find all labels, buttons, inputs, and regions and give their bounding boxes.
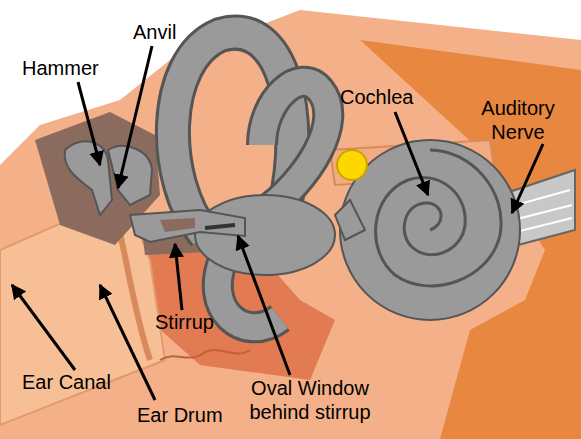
cochlea-base <box>335 200 365 240</box>
anvil-bone <box>108 146 152 205</box>
skin-tissue <box>0 10 581 439</box>
stirrup-hole <box>160 218 195 232</box>
stirrup-bone <box>130 210 245 242</box>
part-label: Ear Canal <box>22 370 111 394</box>
part-label: Hammer <box>22 56 99 80</box>
part-label: Anvil <box>133 20 176 44</box>
leader-arrow <box>512 144 543 213</box>
yellow-nerve-ganglion <box>337 150 367 180</box>
part-label: Cochlea <box>340 85 413 109</box>
leader-arrow <box>238 236 290 375</box>
part-label: Auditory Nerve <box>470 96 566 144</box>
leader-arrow <box>12 285 75 370</box>
part-label: Oval Window behind stirrup <box>240 376 380 424</box>
leader-arrow <box>78 82 100 165</box>
leader-arrow <box>175 244 182 310</box>
part-label: Ear Drum <box>137 403 223 427</box>
vestibule <box>195 195 335 275</box>
cochlea-spiral <box>376 150 502 286</box>
hammer-bone <box>65 141 112 215</box>
leader-arrow <box>395 112 428 195</box>
part-label: Stirrup <box>155 310 214 334</box>
leader-arrow <box>118 46 152 188</box>
tissue-detail <box>160 350 250 360</box>
oval-window-shape <box>205 225 235 228</box>
